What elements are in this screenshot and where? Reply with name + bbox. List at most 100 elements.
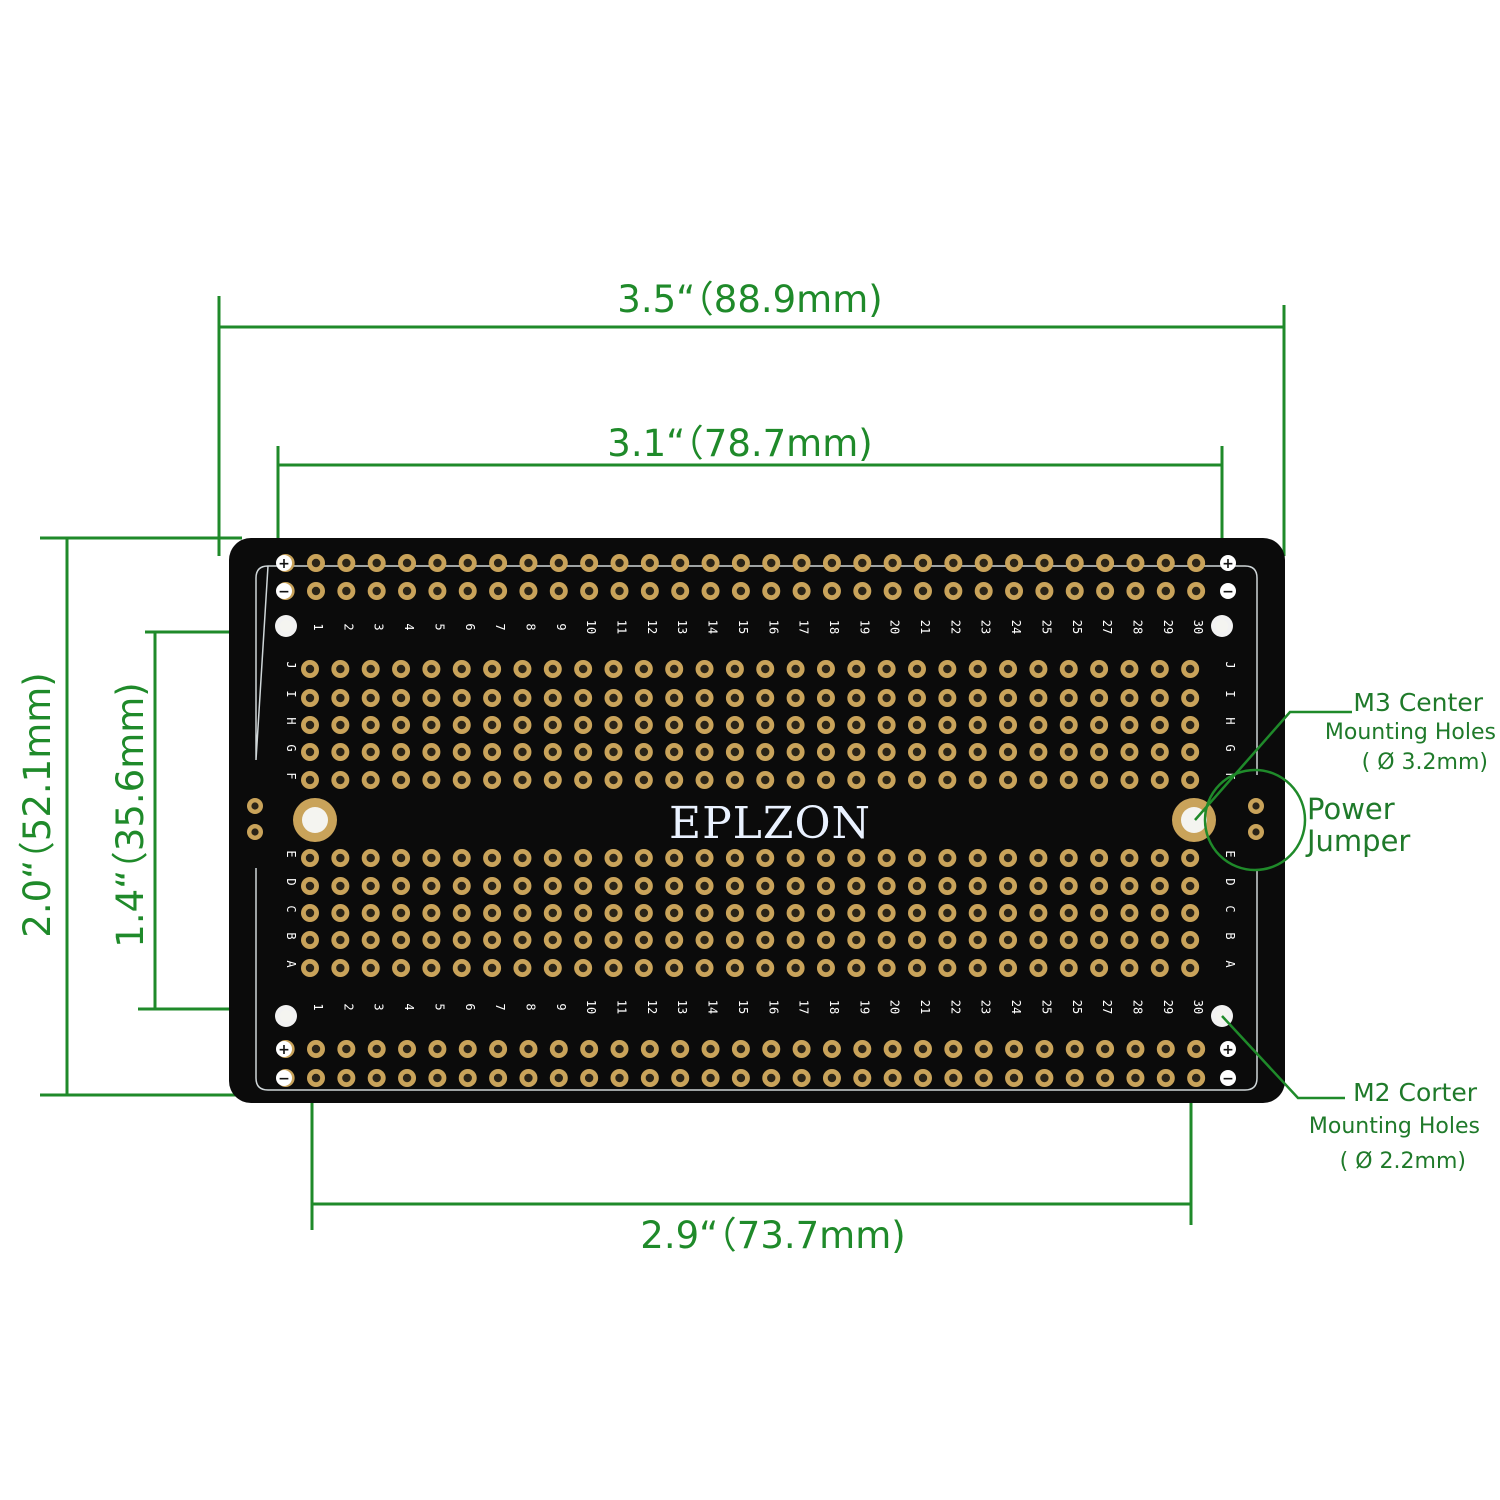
column-number-top: 25 (1070, 620, 1084, 634)
grid-pad (452, 931, 471, 949)
row-letter-right: H (1223, 717, 1237, 724)
grid-pad (877, 904, 896, 922)
column-number-top: 30 (1191, 620, 1205, 634)
grid-pad (908, 771, 926, 789)
grid-pad (483, 931, 502, 949)
grid-pad (301, 689, 319, 707)
grid-pad (392, 743, 411, 761)
grid-pad (1181, 849, 1200, 867)
rail-polarity-symbol: + (1222, 1042, 1234, 1058)
grid-pad (361, 849, 380, 867)
grid-pad (483, 904, 502, 922)
rail-pad (610, 582, 629, 600)
rail-pad (853, 1040, 872, 1058)
rail-polarity-marker (1220, 1041, 1236, 1057)
rail-pad (1005, 582, 1024, 600)
rail-polarity-marker (276, 1041, 292, 1057)
grid-pad (1150, 743, 1169, 761)
grid-pad (452, 660, 471, 678)
grid-pad (786, 849, 805, 867)
grid-pad (301, 959, 319, 977)
grid-pad (1029, 849, 1048, 867)
grid-pad (513, 904, 532, 922)
grid-pad (331, 660, 350, 678)
rail-pad (458, 554, 477, 572)
row-letter-left: E (284, 850, 298, 857)
rail-pad (792, 1040, 811, 1058)
grid-pad (331, 716, 350, 734)
rail-pad (307, 554, 325, 572)
rail-pad (822, 554, 841, 572)
grid-pad (483, 689, 502, 707)
rail-pad (519, 1040, 538, 1058)
mount-width-label: 3.1“（78.7mm) (607, 422, 872, 465)
grid-pad (1029, 716, 1048, 734)
grid-pad (392, 959, 411, 977)
column-number-bottom: 15 (736, 1000, 750, 1014)
grid-pad (543, 689, 562, 707)
grid-pad (665, 959, 684, 977)
rail-pad (367, 554, 386, 572)
grid-pad (361, 771, 380, 789)
grid-pad (877, 689, 896, 707)
rail-pad (1065, 554, 1084, 572)
column-number-bottom: 1 (311, 1003, 325, 1010)
grid-pad (1181, 877, 1200, 895)
grid-pad (756, 904, 775, 922)
grid-pad (361, 743, 380, 761)
row-letter-left: J (284, 661, 298, 668)
grid-pad (938, 743, 957, 761)
grid-pad (1120, 877, 1139, 895)
grid-pad (1090, 904, 1109, 922)
column-number-bottom: 10 (584, 1000, 598, 1014)
grid-pad (361, 689, 380, 707)
grid-pad (634, 959, 653, 977)
grid-pad (513, 931, 532, 949)
grid-pad (877, 877, 896, 895)
grid-pad (908, 716, 926, 734)
grid-pad (301, 660, 319, 678)
grid-pad (1181, 743, 1200, 761)
rail-pad (1096, 582, 1115, 600)
grid-pad (1090, 849, 1109, 867)
grid-pad (513, 660, 532, 678)
grid-pad (1029, 904, 1048, 922)
rail-pad (1126, 1069, 1145, 1087)
grid-pad (938, 877, 957, 895)
rail-pad (731, 554, 750, 572)
rail-pad (580, 1069, 599, 1087)
grid-pad (816, 689, 835, 707)
row-letter-left: H (284, 717, 298, 724)
rail-pad (307, 582, 325, 600)
m3-callout-subtitle: Mounting Holes (1325, 720, 1496, 745)
grid-pad (756, 660, 775, 678)
m3-callout-size: ( Ø 3.2mm) (1362, 750, 1488, 775)
grid-pad (695, 904, 714, 922)
grid-pad (634, 931, 653, 949)
grid-pad (725, 689, 744, 707)
grid-pad (604, 689, 623, 707)
grid-pad (634, 660, 653, 678)
grid-pad (483, 959, 502, 977)
grid-pad (1029, 931, 1048, 949)
grid-pad (695, 849, 714, 867)
grid-pad (968, 959, 987, 977)
grid-pad (725, 931, 744, 949)
column-number-bottom: 18 (827, 1000, 841, 1014)
grid-pad (392, 771, 411, 789)
rail-pad (822, 1069, 841, 1087)
column-number-top: 3 (372, 623, 386, 630)
rail-pad (519, 582, 538, 600)
grid-pad (1181, 689, 1200, 707)
grid-pad (786, 660, 805, 678)
overall-width-label: 3.5“（88.9mm) (617, 278, 882, 321)
grid-pad (786, 743, 805, 761)
grid-pad (604, 904, 623, 922)
grid-pad (908, 660, 926, 678)
grid-pad (452, 771, 471, 789)
grid-pad (422, 877, 441, 895)
column-number-top: 13 (675, 620, 689, 634)
rail-polarity-marker (276, 1070, 292, 1086)
row-letter-right: B (1223, 932, 1237, 939)
grid-pad (877, 771, 896, 789)
